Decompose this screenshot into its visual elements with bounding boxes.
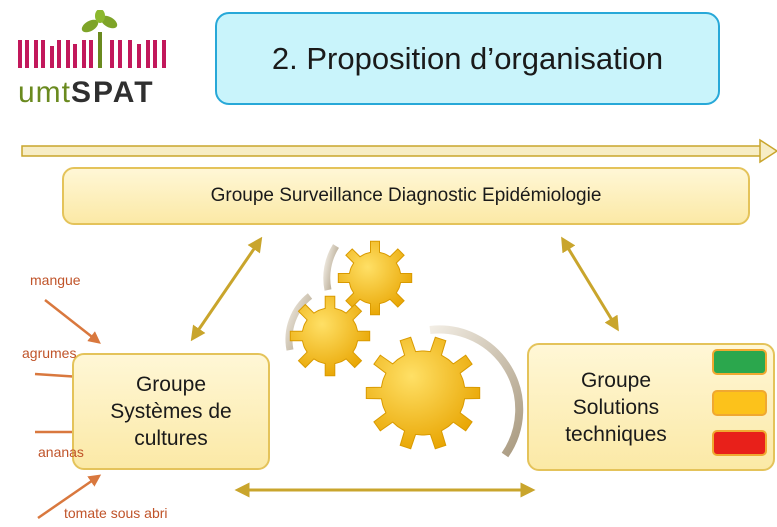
connector-arrows [190, 236, 619, 498]
crop-label-tomate: tomate sous abri [64, 505, 168, 521]
umt-spat-logo [10, 9, 185, 110]
group-systemes-line2: Systèmes de [110, 400, 232, 423]
rotation-arcs [285, 244, 524, 458]
group-systemes-line1: Groupe [135, 373, 207, 396]
logo-graphic [18, 9, 166, 68]
crop-label-mangue: mangue [30, 272, 81, 288]
gear-large-icon [365, 336, 481, 450]
group-solutions-line2: Solutions [572, 395, 660, 419]
group-solutions-line1: Groupe [580, 368, 652, 392]
indicator-yellow [712, 390, 767, 416]
gears [289, 240, 481, 450]
group-surveillance: Groupe Surveillance Diagnostic Epidémiol… [62, 167, 750, 225]
group-systemes-line3: cultures [134, 427, 208, 450]
crop-label-ananas: ananas [38, 444, 84, 460]
indicator-green [712, 349, 767, 375]
gear-medium-icon [289, 295, 371, 377]
logo-wordmark: umtSPAT [18, 76, 155, 109]
group-solutions-line3: techniques [565, 422, 667, 446]
page-title: 2. Proposition d’organisation [215, 12, 720, 105]
gear-small-icon [337, 240, 413, 316]
timeline-arrow [21, 138, 777, 164]
crop-label-agrumes: agrumes [22, 345, 77, 361]
group-systemes-cultures: Groupe Systèmes de cultures [72, 353, 270, 470]
indicator-red [712, 430, 767, 456]
